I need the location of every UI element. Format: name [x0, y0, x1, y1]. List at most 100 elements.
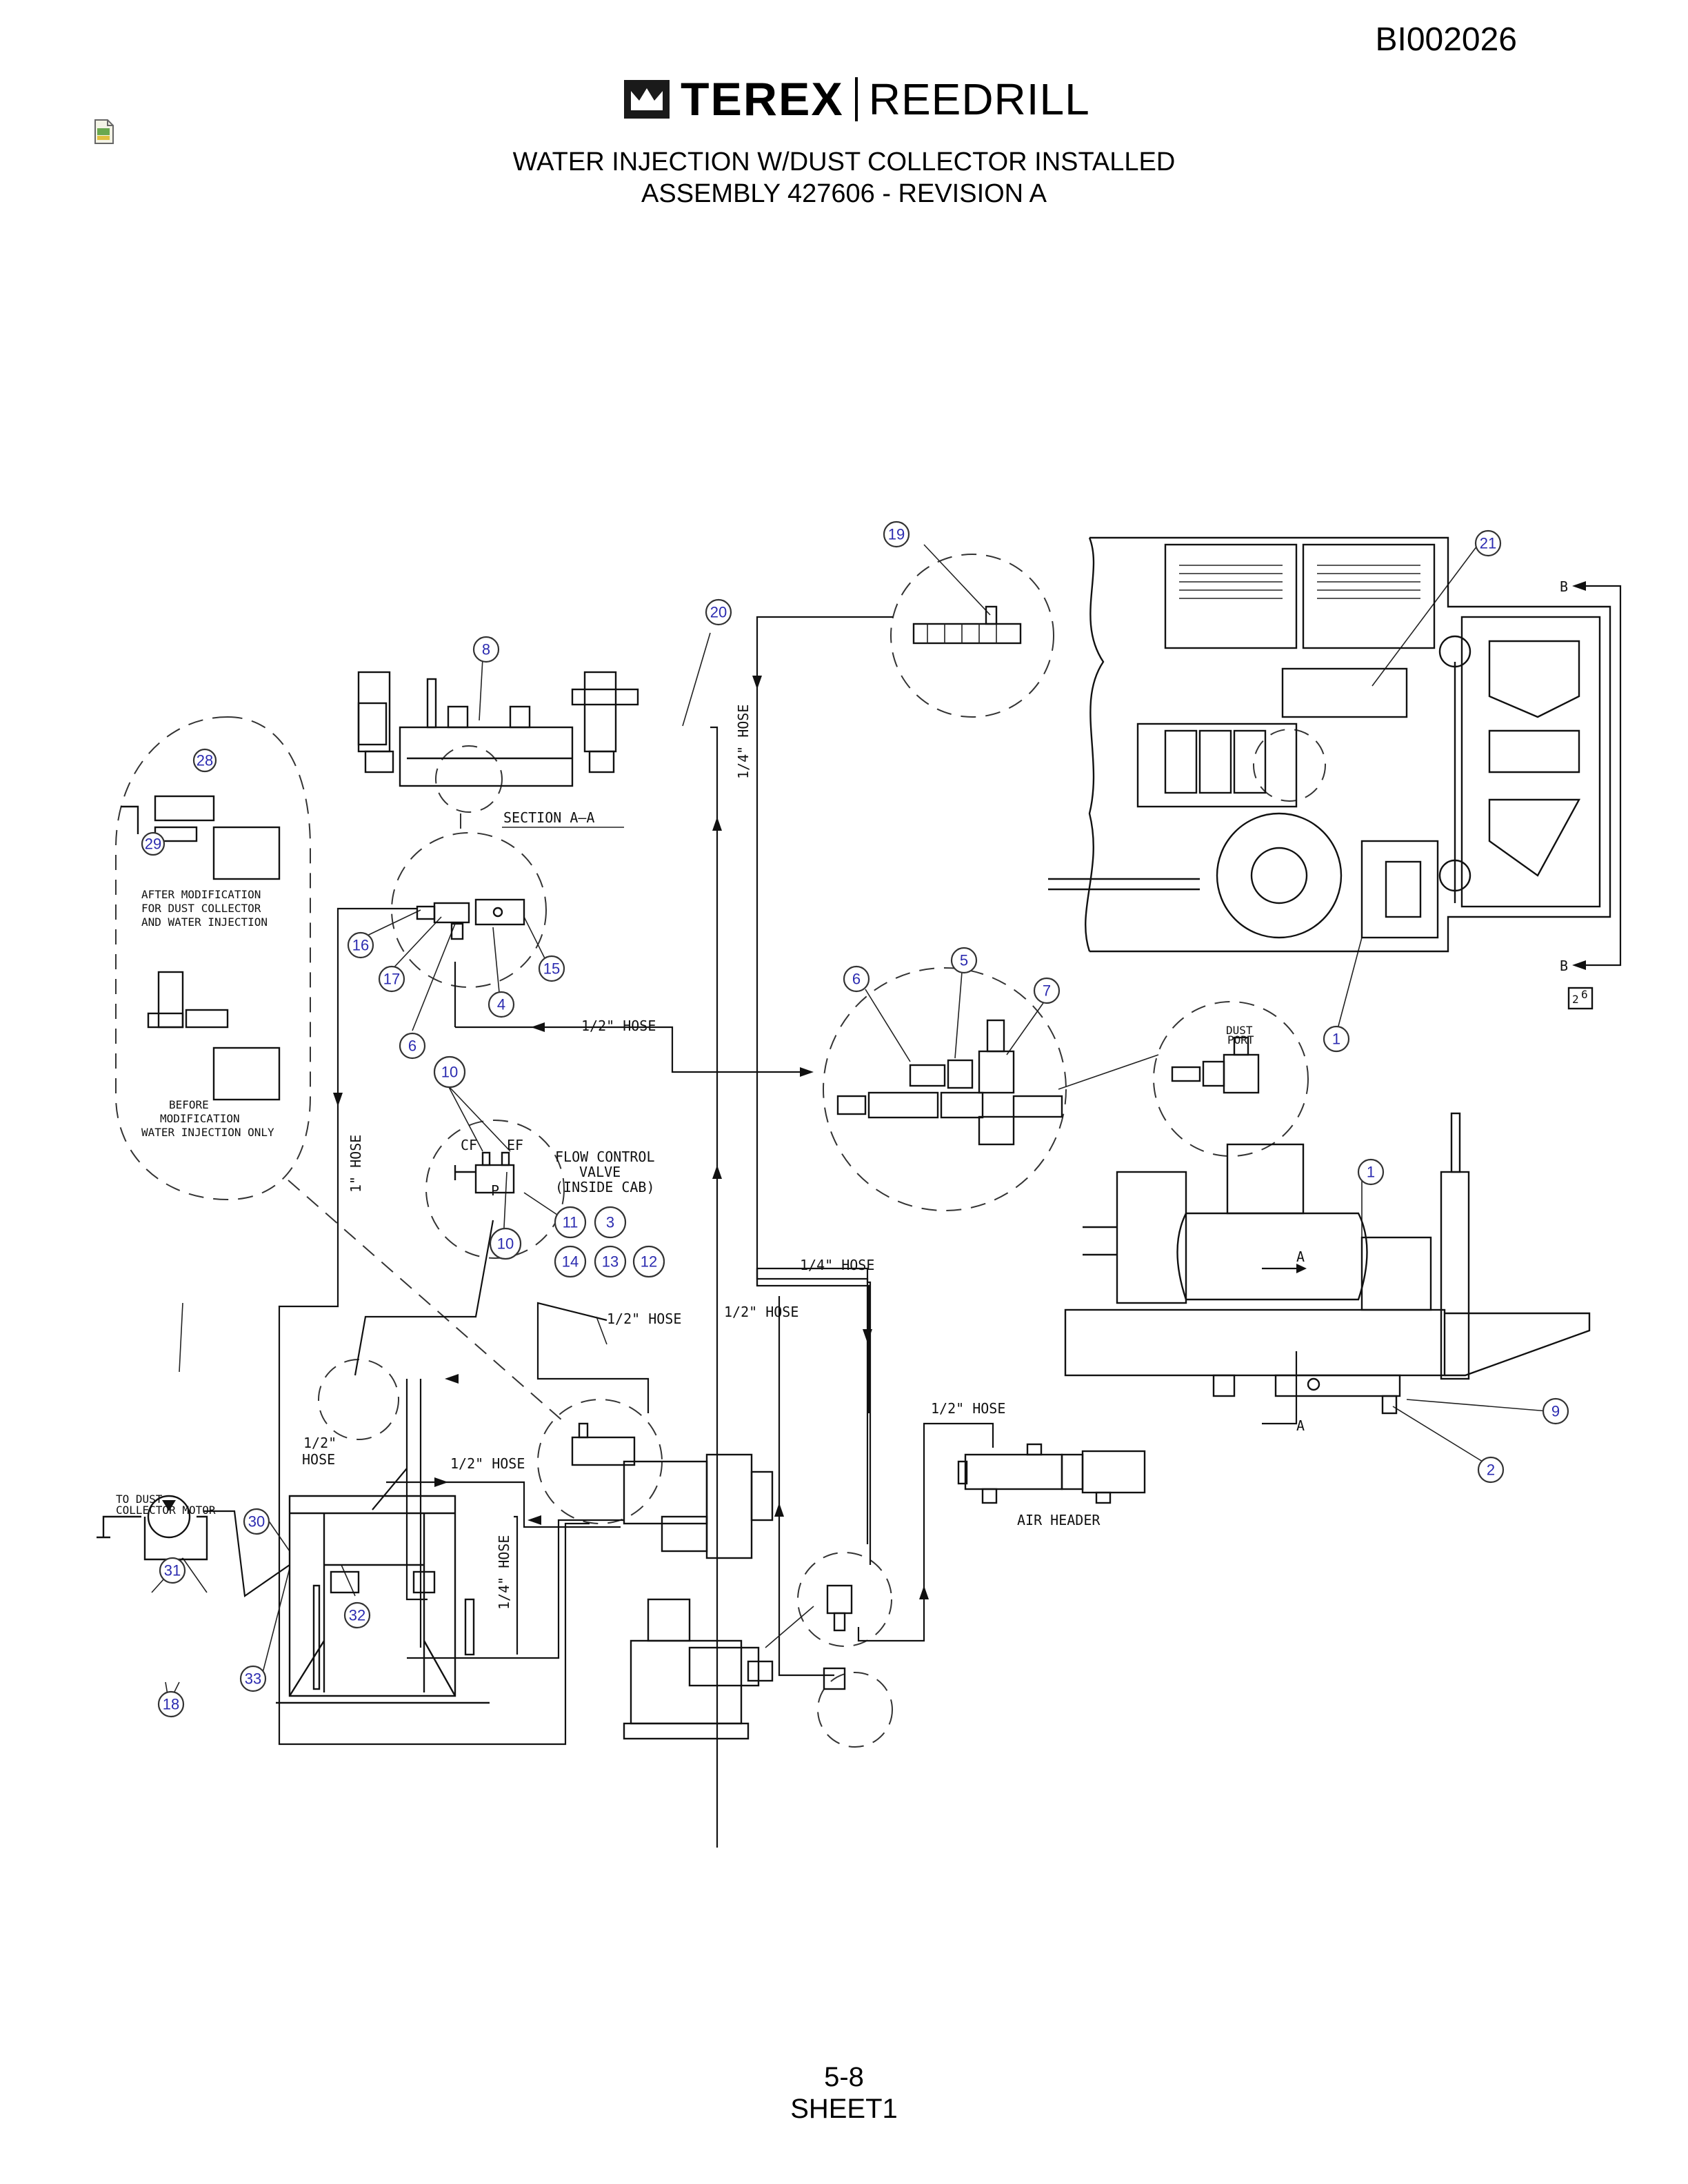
water-tank-assembly: [357, 671, 639, 787]
callout-10-bottom: 10: [489, 1227, 522, 1260]
callout-16: 16: [347, 931, 374, 959]
logo-divider: [854, 77, 858, 121]
callout-13: 13: [594, 1245, 627, 1278]
before-mod-line2: MODIFICATION: [160, 1112, 240, 1125]
callout-11: 11: [554, 1206, 587, 1239]
svg-text:14: 14: [562, 1253, 579, 1271]
svg-text:28: 28: [197, 752, 213, 769]
before-mod-line3: WATER INJECTION ONLY: [141, 1126, 274, 1139]
hose-half-label-mid: 1/2" HOSE: [724, 1304, 798, 1320]
hose-quarter-label-lower: 1/4" HOSE: [496, 1535, 512, 1610]
sheet-label: SHEET1: [790, 2094, 898, 2124]
callout-17: 17: [378, 965, 405, 993]
svg-text:31: 31: [164, 1562, 181, 1579]
svg-text:3: 3: [606, 1214, 614, 1231]
hose-quarter-label-right: 1/4" HOSE: [800, 1257, 874, 1273]
drill-engine-assembly-top: [1048, 536, 1611, 953]
section-aa-label: SECTION A–A: [503, 809, 594, 826]
lower-frame-assembly: [276, 1495, 490, 1704]
section-aa-valve: [416, 898, 525, 940]
svg-text:15: 15: [543, 960, 560, 978]
pump-unit: [571, 1422, 774, 1559]
brand-name: TEREX: [681, 73, 844, 125]
callout-20: 20: [705, 598, 732, 626]
manifold-detail: [912, 605, 1022, 645]
svg-text:1: 1: [1332, 1031, 1340, 1048]
hose-half-label-upper: 1/2" HOSE: [607, 1311, 681, 1327]
callout-6-valve: 6: [843, 965, 870, 993]
hose-half-short-b: HOSE: [302, 1451, 335, 1468]
document-id: BI002026: [1375, 21, 1517, 58]
cf-port-label: CF: [461, 1137, 477, 1153]
callout-14: 14: [554, 1245, 587, 1278]
flow-control-line2: VALVE: [579, 1164, 621, 1180]
hose-one-inch-label: 1" HOSE: [348, 1135, 364, 1193]
svg-text:12: 12: [641, 1253, 657, 1271]
svg-text:11: 11: [563, 1214, 579, 1231]
svg-text:4: 4: [497, 996, 505, 1013]
callout-28: 28: [192, 748, 217, 773]
drawing-title: WATER INJECTION W/DUST COLLECTOR INSTALL…: [512, 148, 1176, 176]
callout-10-top: 10: [433, 1055, 466, 1089]
valve-stack-unit: [623, 1584, 853, 1740]
after-mod-line3: AND WATER INJECTION: [141, 916, 268, 929]
dust-port-detail: [1171, 1036, 1260, 1094]
callout-18: 18: [157, 1690, 185, 1718]
svg-text:10: 10: [441, 1064, 458, 1081]
section-b-marker-top: B: [1560, 578, 1568, 595]
attachment-file-icon[interactable]: [91, 119, 117, 145]
reference-box-bottom: 6: [1581, 988, 1588, 1001]
svg-text:6: 6: [852, 971, 861, 988]
svg-text:29: 29: [145, 836, 161, 853]
svg-text:18: 18: [163, 1696, 179, 1713]
callout-3: 3: [594, 1206, 627, 1239]
svg-text:32: 32: [349, 1607, 365, 1624]
svg-text:10: 10: [497, 1235, 514, 1253]
callout-33: 33: [239, 1665, 267, 1692]
callout-30: 30: [243, 1508, 270, 1535]
callout-12: 12: [632, 1245, 665, 1278]
callout-9: 9: [1542, 1397, 1569, 1425]
svg-text:7: 7: [1043, 982, 1051, 1000]
flow-control-line3: (INSIDE CAB): [555, 1179, 655, 1195]
to-dust-line2: COLLECTOR MOTOR: [116, 1504, 216, 1517]
component-artwork: [97, 536, 1611, 1740]
callout-21: 21: [1474, 529, 1502, 557]
valve-assembly-detail: [836, 1019, 1063, 1146]
detail-bubbles: [115, 554, 1326, 1748]
callout-balloons: 19 21 20 8 28 29 16 17 15 4 6 6 5 7 1 1 …: [141, 520, 1569, 1718]
hose-half-label-lower: 1/2" HOSE: [450, 1455, 525, 1472]
hose-half-label-center: 1/2" HOSE: [581, 1018, 656, 1034]
svg-text:2: 2: [1487, 1462, 1495, 1479]
hose-quarter-label-top: 1/4" HOSE: [735, 705, 752, 779]
hose-routing: [151, 543, 1622, 1848]
svg-text:5: 5: [960, 952, 968, 969]
svg-text:8: 8: [482, 641, 490, 658]
flow-control-line1: FLOW CONTROL: [555, 1149, 655, 1165]
hose-half-label-air: 1/2" HOSE: [931, 1400, 1005, 1417]
dust-port-line2: PORT: [1227, 1033, 1254, 1046]
callout-8: 8: [472, 636, 500, 663]
svg-text:30: 30: [248, 1513, 265, 1530]
callout-31: 31: [159, 1557, 186, 1584]
dust-port-line1: DUST: [1226, 1024, 1253, 1037]
callout-6-section: 6: [399, 1032, 426, 1060]
callout-32: 32: [343, 1601, 371, 1629]
callout-5: 5: [950, 947, 978, 974]
svg-text:6: 6: [408, 1038, 416, 1055]
assembly-subtitle: ASSEMBLY 427606 - REVISION A: [641, 179, 1047, 208]
air-header-label: AIR HEADER: [1017, 1512, 1101, 1528]
drill-engine-assembly-bottom: [1064, 1112, 1591, 1415]
svg-text:21: 21: [1480, 535, 1496, 552]
callout-7: 7: [1033, 977, 1061, 1004]
svg-text:33: 33: [245, 1670, 261, 1688]
section-a-marker-top: A: [1296, 1248, 1305, 1265]
reference-box-top: 2: [1572, 993, 1579, 1006]
terex-reedrill-logo: TEREX REEDRILL: [624, 73, 1090, 125]
svg-text:20: 20: [710, 604, 727, 621]
before-mod-line1: BEFORE: [169, 1098, 209, 1111]
to-dust-line1: TO DUST: [116, 1493, 163, 1506]
after-mod-line1: AFTER MODIFICATION: [141, 888, 261, 901]
callout-29: 29: [141, 831, 165, 856]
